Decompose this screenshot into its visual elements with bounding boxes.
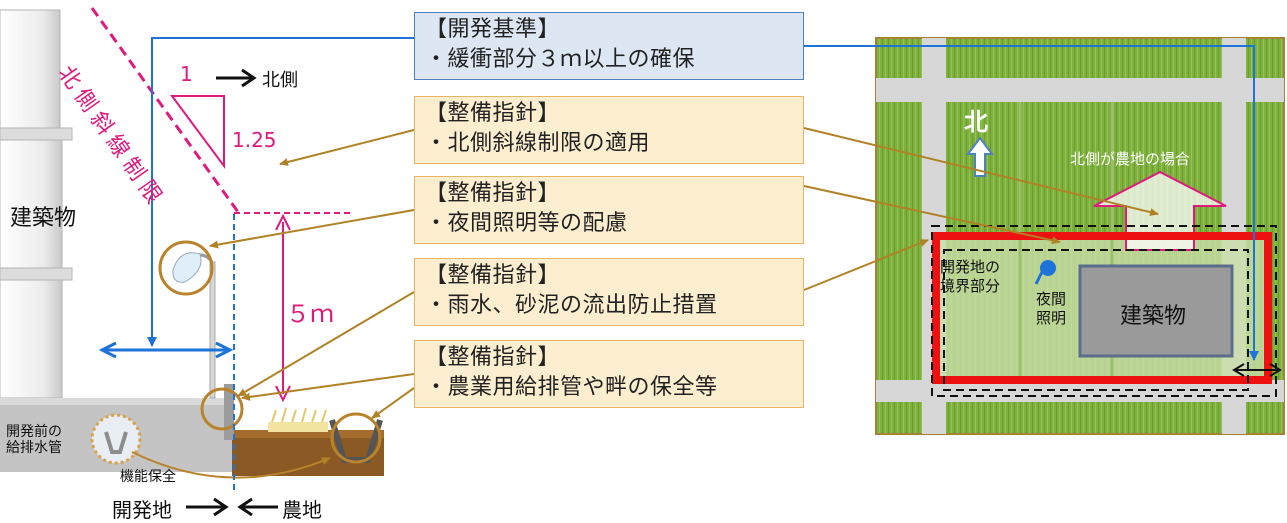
- retaining-wall: [224, 384, 234, 440]
- left-cross-section: [0, 7, 384, 517]
- ditch-highlight-circle: [330, 412, 382, 464]
- height-5m-label: ５ｍ: [286, 300, 334, 328]
- farm-crops: [268, 422, 328, 432]
- guideline-box-night-light: 【整備指針】 ・夜間照明等の配慮: [414, 176, 804, 244]
- buffer-outer-dashed: [931, 225, 1277, 397]
- leader-slope-right: [803, 127, 1159, 216]
- guideline-box-body: ・雨水、砂泥の流出防止措置: [425, 293, 718, 318]
- wall-highlight-circle: [200, 387, 244, 431]
- map-light-label-line1: 夜間: [1036, 290, 1067, 308]
- ratio-rise-label: 1.25: [232, 128, 277, 152]
- boundary-label-line1: 開発地の: [940, 258, 1001, 276]
- boundary-label-line2: 境界部分: [940, 277, 1001, 295]
- left-building-label: 建築物: [10, 206, 77, 231]
- map-light-pin: [1034, 260, 1056, 285]
- guideline-box-title: 【整備指針】: [425, 263, 561, 288]
- farm-ditch: [329, 419, 383, 463]
- north-farmland-arrow: [1093, 170, 1227, 251]
- map-building: [1078, 264, 1234, 358]
- light-highlight-circle: [158, 240, 214, 296]
- standard-box-body: ・緩衝部分３ｍ以上の確保: [425, 47, 696, 72]
- road-horizontal-top: [876, 78, 1284, 102]
- night-light: [172, 252, 216, 399]
- guideline-box-title: 【整備指針】: [425, 101, 561, 126]
- guideline-box-body: ・夜間照明等の配慮: [425, 211, 628, 236]
- right-plan-map: [875, 37, 1285, 435]
- function-preservation-arrow: [131, 451, 331, 479]
- function-preservation-label: 機能保全: [120, 469, 176, 485]
- old-pipe-label-line1: 開発前の: [6, 424, 62, 440]
- guideline-box-title: 【整備指針】: [425, 181, 561, 206]
- dev-land-label: 開発地: [112, 498, 172, 522]
- boundary-part-label: 開発地の 境界部分: [940, 258, 1000, 296]
- ratio-run-label: 1: [180, 62, 193, 86]
- guideline-box-pipes: 【整備指針】 ・農業用給排管や畔の保全等: [414, 340, 804, 408]
- guideline-box-north-slope: 【整備指針】 ・北側斜線制限の適用: [414, 96, 804, 164]
- guideline-box-body: ・農業用給排管や畔の保全等: [425, 375, 718, 400]
- leader-pipe-ditch: [371, 387, 415, 419]
- old-pipe-label-line2: 給排水管: [6, 440, 62, 456]
- standard-box-buffer: 【開発基準】 ・緩衝部分３ｍ以上の確保: [414, 12, 804, 80]
- farmland-arrow: [237, 497, 278, 517]
- old-pipe-label: 開発前の 給排水管: [6, 424, 62, 456]
- north-farmland-label: 北側が農地の場合: [1070, 150, 1191, 168]
- map-light-label: 夜間 照明: [1036, 290, 1066, 328]
- farmland-soil: [232, 438, 384, 476]
- standard-box-title: 【開発基準】: [425, 17, 561, 42]
- leader-light-right: [803, 185, 1061, 245]
- farmland-label: 農地: [282, 498, 322, 522]
- guideline-box-title: 【整備指針】: [425, 345, 561, 370]
- dev-land-arrow: [186, 497, 229, 517]
- old-pipe-circle: [90, 413, 142, 465]
- map-north-label: 北: [964, 108, 988, 136]
- map-light-label-line2: 照明: [1036, 309, 1067, 327]
- leader-lines: [147, 37, 1259, 419]
- ratio-north-label: 北側: [262, 70, 298, 91]
- leader-light-left: [209, 209, 415, 249]
- development-boundary: [932, 232, 1272, 384]
- guideline-box-body: ・北側斜線制限の適用: [425, 131, 651, 156]
- leader-standard-left: [147, 37, 414, 347]
- north-slope-line: [90, 7, 240, 213]
- leader-runoff-left: [237, 291, 415, 397]
- leader-pipe-wall: [241, 373, 415, 401]
- slope-ratio-triangle: [170, 95, 225, 170]
- leader-runoff-right: [803, 239, 929, 291]
- north-direction-arrow: [216, 68, 257, 88]
- guideline-box-runoff: 【整備指針】 ・雨水、砂泥の流出防止措置: [414, 258, 804, 326]
- map-building-label: 建築物: [1120, 304, 1187, 329]
- leader-standard-right: [804, 45, 1259, 361]
- left-building: [0, 9, 73, 399]
- leader-slope-left: [279, 129, 415, 166]
